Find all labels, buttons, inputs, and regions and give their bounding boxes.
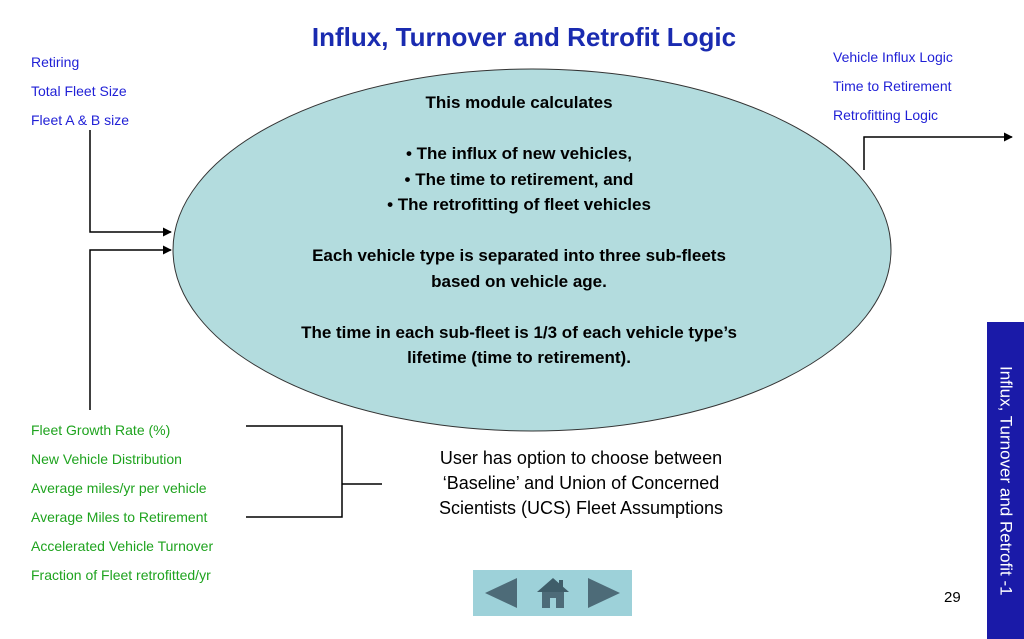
- user-input-fraction-retrofitted[interactable]: Fraction of Fleet retrofitted/yr: [31, 567, 211, 583]
- house-icon[interactable]: [535, 575, 571, 611]
- user-input-new-vehicle-distribution[interactable]: New Vehicle Distribution: [31, 451, 182, 467]
- user-option-note: User has option to choose between ‘Basel…: [395, 446, 767, 521]
- module-bullet: • The time to retirement, and: [404, 169, 634, 189]
- output-link-vehicle-influx-logic[interactable]: Vehicle Influx Logic: [833, 49, 953, 65]
- option-note-line: ‘Baseline’ and Union of Concerned: [442, 473, 720, 493]
- output-arrow: [863, 132, 1013, 170]
- option-note-line: Scientists (UCS) Fleet Assumptions: [438, 498, 724, 518]
- lifetime-text: The time in each sub-fleet is 1/3 of eac…: [301, 322, 737, 342]
- output-variable-list: Vehicle Influx Logic Time to Retirement …: [833, 48, 953, 135]
- input-link-retiring[interactable]: Retiring: [31, 54, 80, 70]
- module-ellipse: [172, 68, 892, 432]
- user-input-fleet-growth-rate[interactable]: Fleet Growth Rate (%): [31, 422, 171, 438]
- user-input-list: Fleet Growth Rate (%) New Vehicle Distri…: [31, 421, 213, 595]
- module-heading: This module calculates: [425, 93, 613, 112]
- user-input-average-miles-to-retirement[interactable]: Average Miles to Retirement: [31, 509, 208, 525]
- input-link-fleet-ab-size[interactable]: Fleet A & B size: [31, 112, 130, 128]
- section-tab-label: Influx, Turnover and Retrofit -1: [996, 365, 1016, 596]
- user-input-bracket: [246, 425, 343, 518]
- lifetime-text: lifetime (time to retirement).: [407, 348, 631, 367]
- input-arrow-top: [89, 130, 172, 237]
- triangle-left-icon[interactable]: [483, 576, 519, 610]
- input-arrow-bottom: [89, 245, 172, 410]
- module-bullet: • The retrofitting of fleet vehicles: [387, 195, 651, 214]
- output-link-time-to-retirement[interactable]: Time to Retirement: [833, 78, 952, 94]
- section-tab: Influx, Turnover and Retrofit -1: [987, 322, 1024, 639]
- sub-fleet-text: based on vehicle age.: [431, 271, 607, 291]
- user-input-accelerated-turnover[interactable]: Accelerated Vehicle Turnover: [31, 538, 214, 554]
- option-note-line: User has option to choose between: [439, 448, 723, 468]
- output-link-retrofitting-logic[interactable]: Retrofitting Logic: [833, 107, 939, 123]
- triangle-right-icon[interactable]: [586, 576, 622, 610]
- module-description: This module calculates • The influx of n…: [230, 90, 808, 371]
- input-link-total-fleet-size[interactable]: Total Fleet Size: [31, 83, 127, 99]
- sub-fleet-text: Each vehicle type is separated into thre…: [312, 246, 726, 265]
- page-title: Influx, Turnover and Retrofit Logic: [311, 22, 737, 52]
- slide-navigation: [473, 570, 632, 616]
- page-number: 29: [944, 589, 961, 606]
- input-variable-list: Retiring Total Fleet Size Fleet A & B si…: [31, 53, 129, 140]
- module-bullet: • The influx of new vehicles,: [405, 144, 633, 163]
- user-input-average-miles-per-year[interactable]: Average miles/yr per vehicle: [31, 480, 207, 496]
